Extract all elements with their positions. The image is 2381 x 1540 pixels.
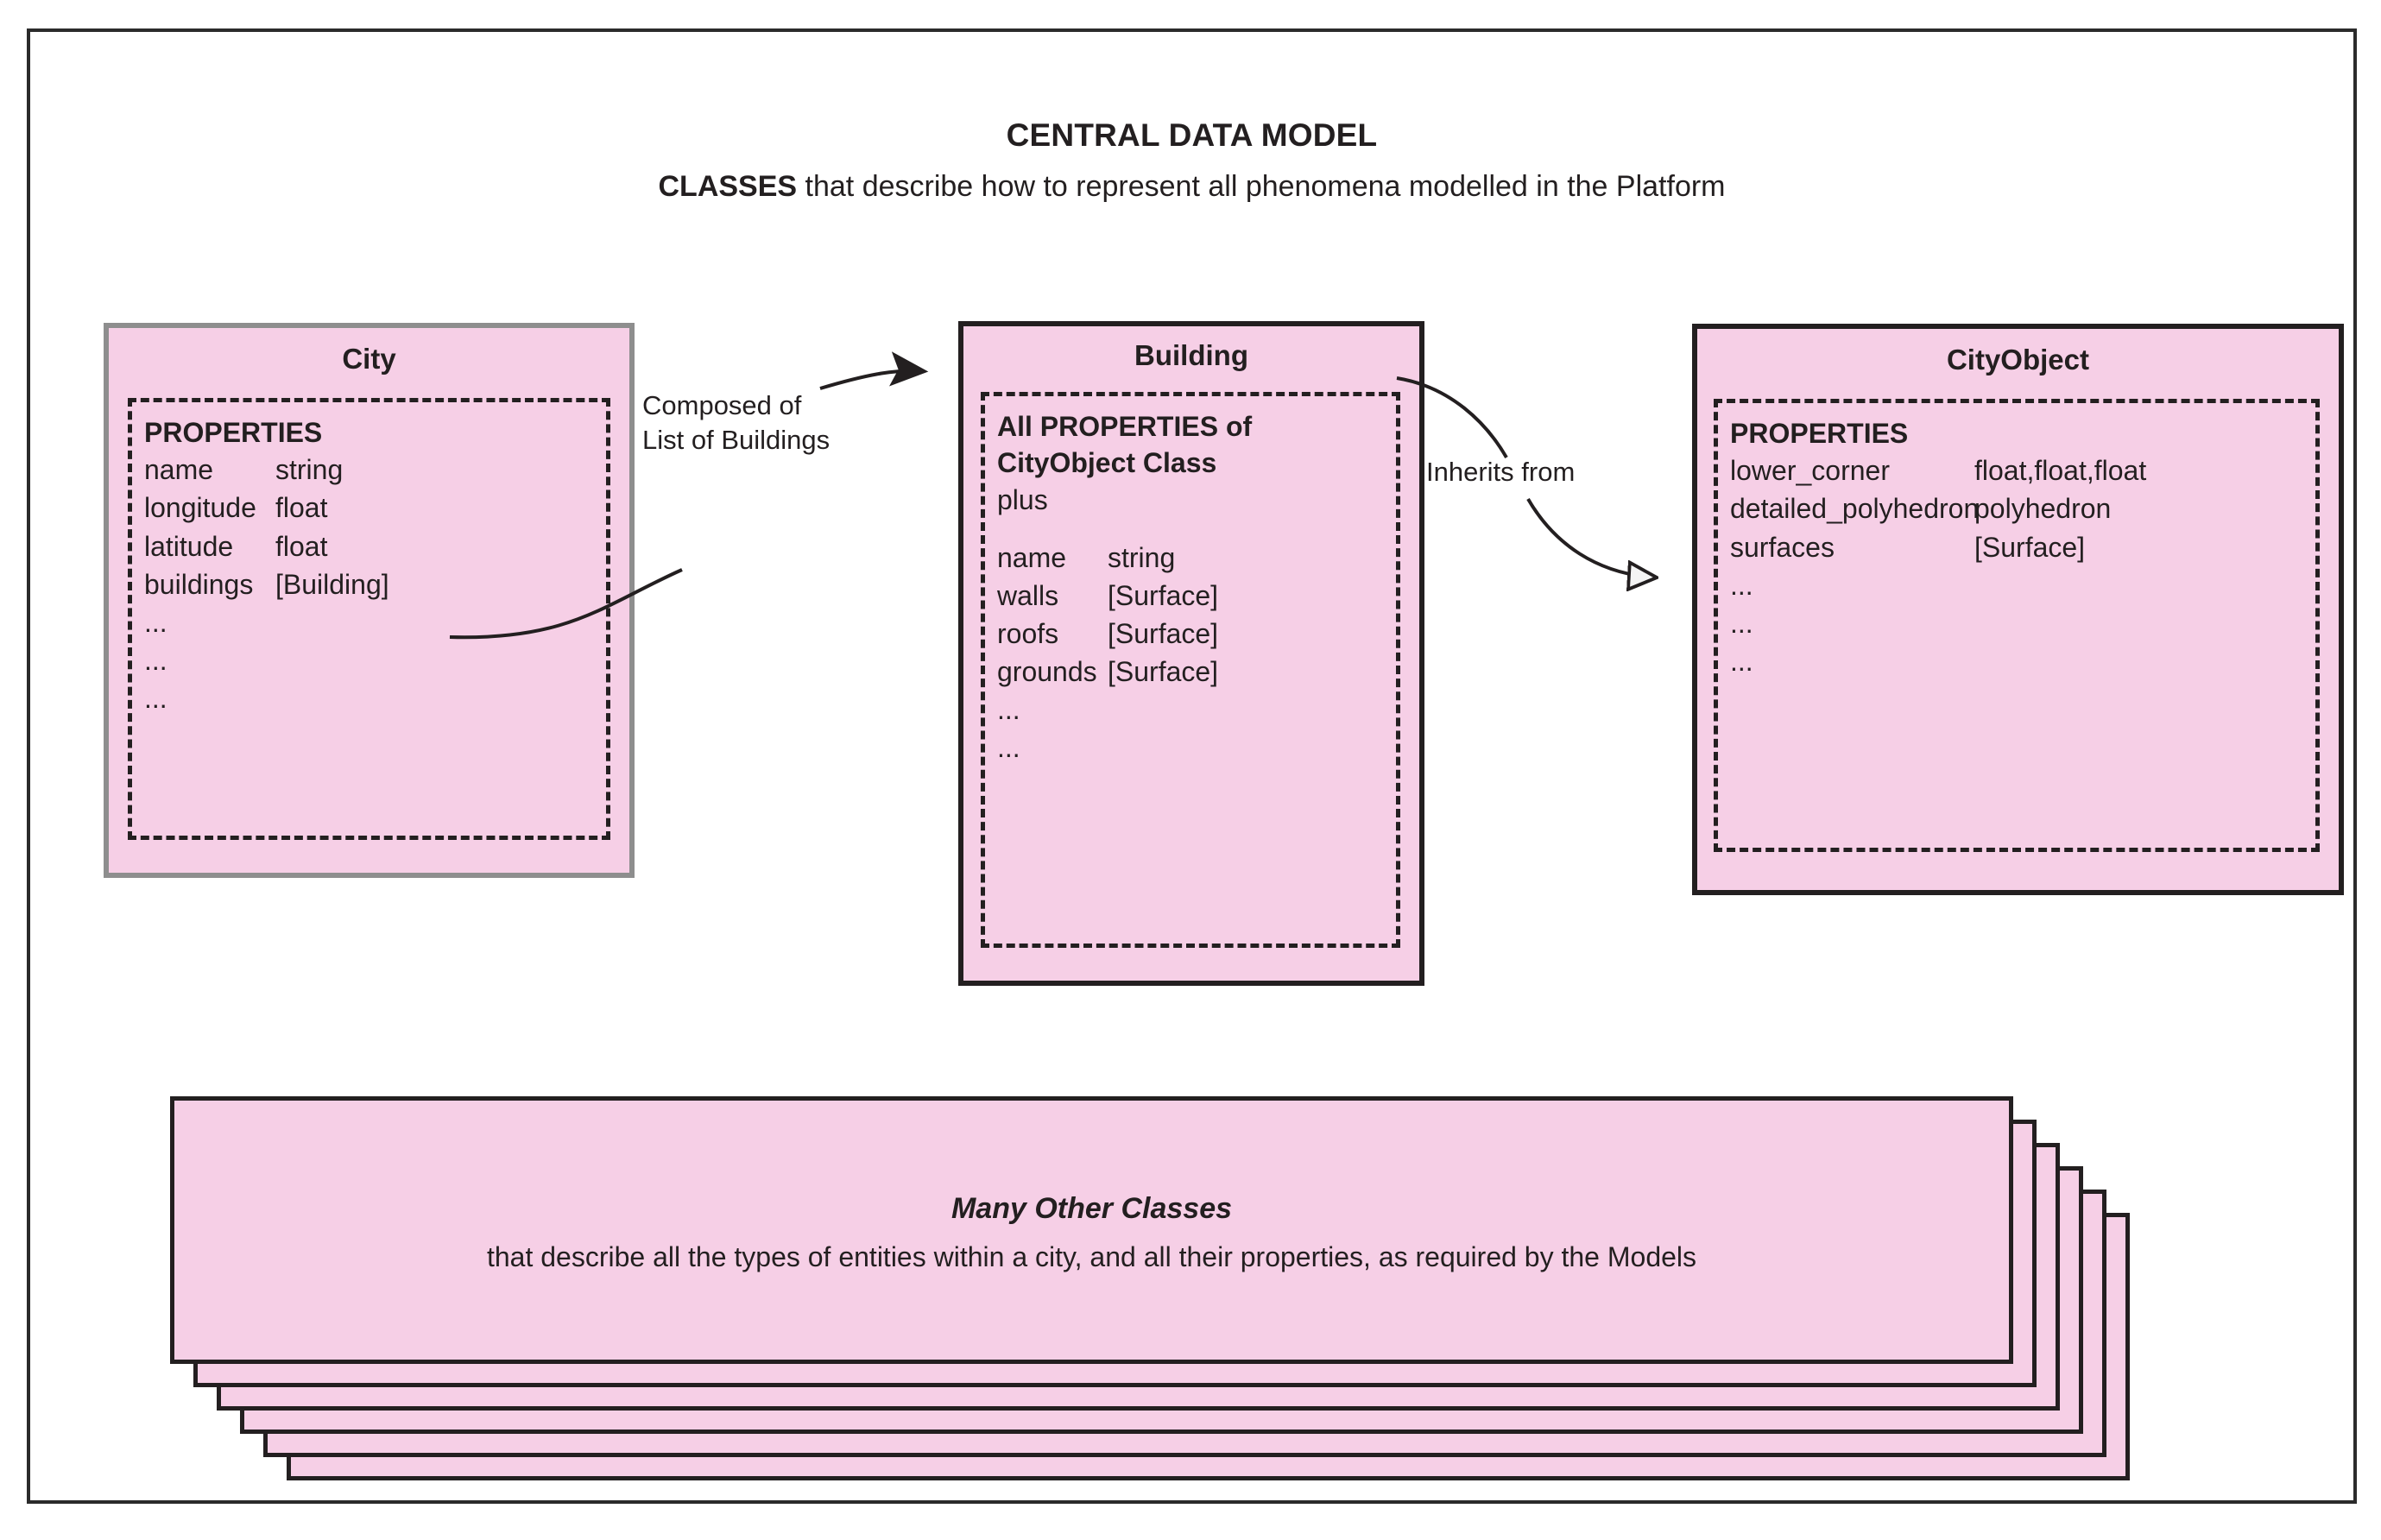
ellipsis-row: ... [1730, 607, 1753, 639]
spacer [997, 520, 1396, 539]
properties-panel-city: PROPERTIES name string longitude float lat… [128, 398, 610, 840]
stack-title: Many Other Classes [951, 1192, 1233, 1225]
page-title: CENTRAL DATA MODEL [1006, 117, 1378, 153]
connector-label-composed-of-line2: List of Buildings [642, 425, 831, 456]
property-type: [Surface] [1108, 656, 1219, 688]
property-name: name [144, 454, 214, 486]
class-box-city[interactable]: City PROPERTIES name string longitude floa… [104, 323, 635, 878]
properties-heading-cityobject: PROPERTIES [1730, 418, 1909, 449]
property-row: latitude float [144, 527, 606, 565]
properties-heading-building-line2: CityObject Class [997, 447, 1217, 479]
class-title-city: City [342, 343, 396, 375]
property-type: [Building] [275, 568, 389, 600]
property-type: [Surface] [1108, 579, 1219, 611]
property-name: grounds [997, 656, 1097, 688]
ellipsis-row: ... [144, 606, 167, 638]
property-row: roofs [Surface] [997, 615, 1396, 653]
connector-label-composed-of-line1: Composed of [642, 390, 802, 420]
page-subtitle: CLASSES that describe how to represent a… [30, 169, 2353, 205]
property-row: name string [144, 451, 606, 489]
ellipsis-row: ... [1730, 569, 1753, 601]
many-other-classes-stack[interactable]: Many Other Classes that describe all the… [170, 1096, 2173, 1480]
ellipsis-row: ... [997, 694, 1020, 726]
stack-card-front[interactable]: Many Other Classes that describe all the… [170, 1096, 2013, 1364]
property-row: walls [Surface] [997, 577, 1396, 615]
diagram-frame: CENTRAL DATA MODEL CLASSES that describe… [27, 28, 2357, 1504]
properties-heading-building-line1: All PROPERTIES of [997, 411, 1253, 442]
property-type: string [1108, 541, 1176, 573]
property-type: float [275, 492, 328, 524]
ellipsis-row: ... [144, 683, 167, 715]
property-type: float [275, 530, 328, 562]
class-title-cityobject: CityObject [1946, 344, 2090, 376]
ellipsis-row: ... [144, 645, 167, 677]
properties-heading-city: PROPERTIES [144, 417, 323, 448]
class-box-cityobject[interactable]: CityObject PROPERTIES lower_corner float,… [1692, 324, 2344, 895]
property-type: polyhedron [1974, 493, 2112, 525]
property-type: [Surface] [1108, 617, 1219, 649]
property-type: float,float,float [1974, 455, 2147, 487]
connector-label-composed-of: Composed of List of Buildings [642, 388, 901, 458]
diagram-header: CENTRAL DATA MODEL CLASSES that describe… [30, 117, 2353, 205]
properties-panel-building: All PROPERTIES of CityObject Class plus … [981, 392, 1400, 948]
property-name: lower_corner [1730, 455, 1890, 487]
property-name: detailed_polyhedron [1730, 493, 1980, 525]
property-row: surfaces [Surface] [1730, 528, 2315, 566]
property-name: buildings [144, 568, 254, 600]
property-name: latitude [144, 530, 234, 562]
class-title-building: Building [1134, 339, 1248, 371]
property-type: [Surface] [1974, 531, 2086, 563]
property-type: string [275, 454, 344, 486]
ellipsis-row: ... [1730, 646, 1753, 678]
property-row: lower_corner float,float,float [1730, 451, 2315, 489]
stack-subtitle: that describe all the types of entities … [486, 1241, 1697, 1272]
connector-label-inherits-from-line1: Inherits from [1426, 457, 1576, 487]
property-row: buildings [Building] [144, 565, 606, 603]
page-subtitle-lead: CLASSES [658, 170, 798, 204]
properties-panel-cityobject: PROPERTIES lower_corner float,float,float… [1714, 399, 2320, 852]
connector-label-inherits-from: Inherits from [1426, 455, 1668, 489]
property-name: walls [997, 579, 1059, 611]
property-name: longitude [144, 492, 256, 524]
property-name: name [997, 541, 1067, 573]
page-subtitle-rest: that describe how to represent all pheno… [797, 170, 1726, 204]
property-row: longitude float [144, 489, 606, 527]
properties-heading-building-plus: plus [997, 484, 1048, 516]
property-name: roofs [997, 617, 1059, 649]
property-name: surfaces [1730, 531, 1835, 563]
class-box-building[interactable]: Building All PROPERTIES of CityObject Cl… [958, 321, 1424, 986]
stack-card-content: Many Other Classes that describe all the… [174, 1192, 2009, 1273]
ellipsis-row: ... [997, 732, 1020, 764]
property-row: name string [997, 539, 1396, 577]
property-row: grounds [Surface] [997, 653, 1396, 691]
